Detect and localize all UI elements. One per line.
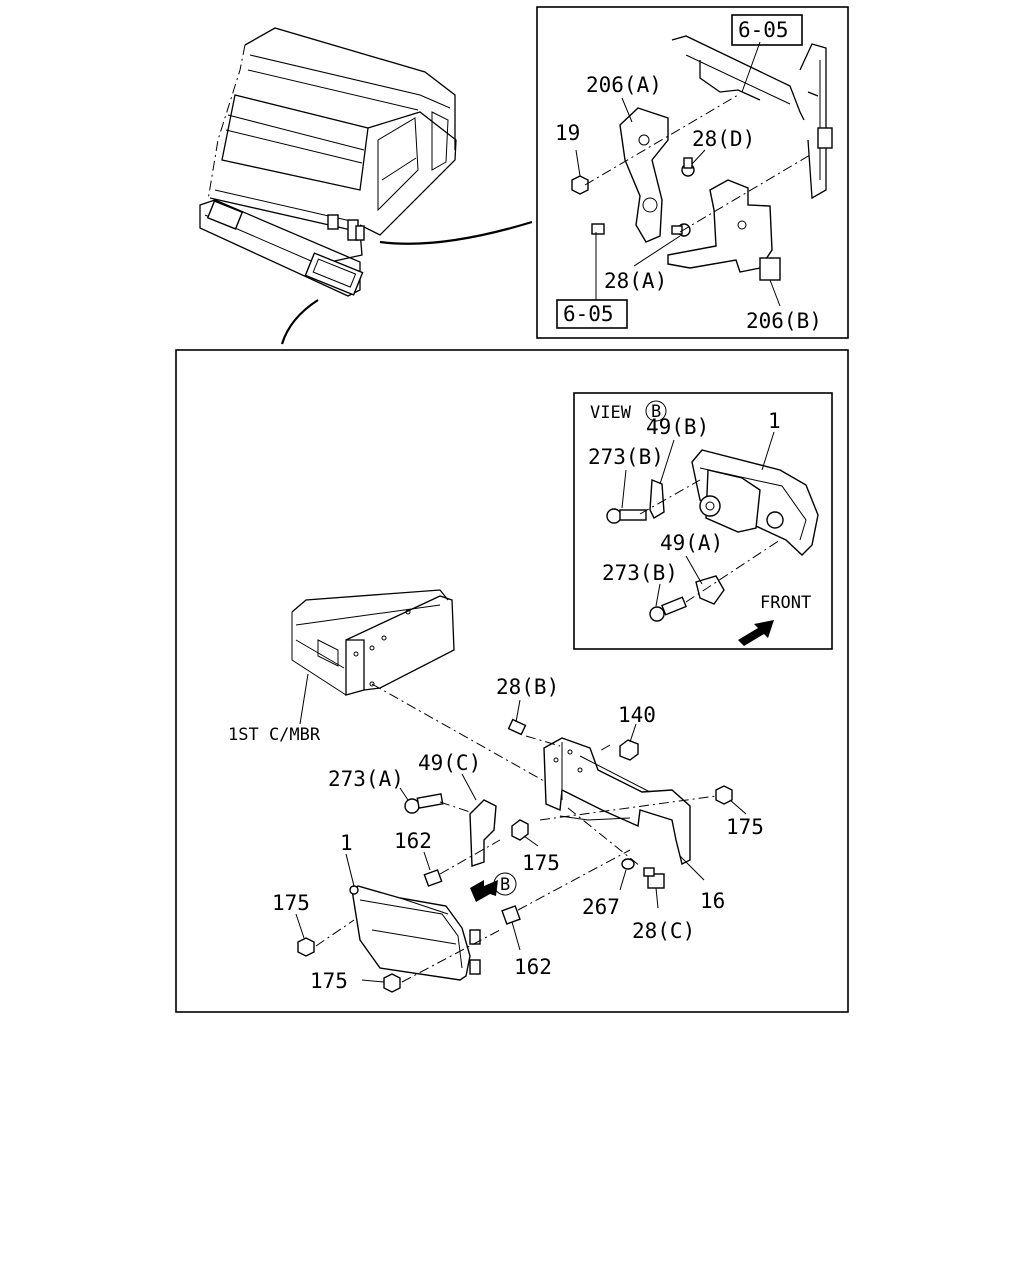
- label-front: FRONT: [760, 593, 811, 613]
- label-crossmember: 1ST C/MBR: [228, 725, 321, 745]
- label-175-bottom: 175: [310, 969, 348, 993]
- ref-label-bottom: 6-05: [563, 302, 614, 326]
- b-view-arrow-icon: [470, 880, 498, 902]
- label-162-upper: 162: [394, 829, 432, 853]
- main-bracket-16: [507, 699, 747, 909]
- crossmember-illustration: [291, 589, 561, 791]
- label-28c: 28(C): [632, 919, 695, 943]
- label-206a: 206(A): [586, 73, 662, 97]
- label-49a: 49(A): [660, 531, 723, 555]
- label-273a: 273(A): [328, 767, 404, 791]
- label-49c: 49(C): [418, 751, 481, 775]
- b-marker-letter: B: [500, 875, 510, 895]
- b-marker-circle: [493, 872, 517, 896]
- ref-label-top: 6-05: [738, 18, 789, 42]
- label-49b: 49(B): [646, 415, 709, 439]
- bracket-detail-top: [571, 35, 833, 307]
- detail-frame-top: [536, 6, 849, 339]
- label-175-mid: 175: [522, 851, 560, 875]
- ref-box-bottom: [556, 299, 628, 329]
- front-arrow-icon: [738, 620, 774, 646]
- ref-box-top: [731, 14, 803, 46]
- label-28a: 28(A): [604, 269, 667, 293]
- label-140: 140: [618, 703, 656, 727]
- main-diagram-frame: [175, 349, 849, 1013]
- label-28d: 28(D): [692, 127, 755, 151]
- label-175-left: 175: [272, 891, 310, 915]
- view-b-frame: [573, 392, 833, 650]
- label-1-view: 1: [768, 409, 781, 433]
- fog-lamp-assembly: [295, 773, 631, 993]
- truck-cab-illustration: [199, 27, 533, 345]
- view-b-title: VIEW: [590, 403, 632, 423]
- label-19: 19: [555, 121, 580, 145]
- label-273b-upper: 273(B): [588, 445, 664, 469]
- view-b-lamp: [606, 431, 819, 622]
- label-267: 267: [582, 895, 620, 919]
- view-b-circle-letter: B: [651, 402, 661, 422]
- view-b-circle: [645, 400, 667, 422]
- label-162-lower: 162: [514, 955, 552, 979]
- label-206b: 206(B): [746, 309, 822, 333]
- label-175-right: 175: [726, 815, 764, 839]
- label-1-main: 1: [340, 831, 353, 855]
- label-273b-lower: 273(B): [602, 561, 678, 585]
- label-28b: 28(B): [496, 675, 559, 699]
- label-16: 16: [700, 889, 725, 913]
